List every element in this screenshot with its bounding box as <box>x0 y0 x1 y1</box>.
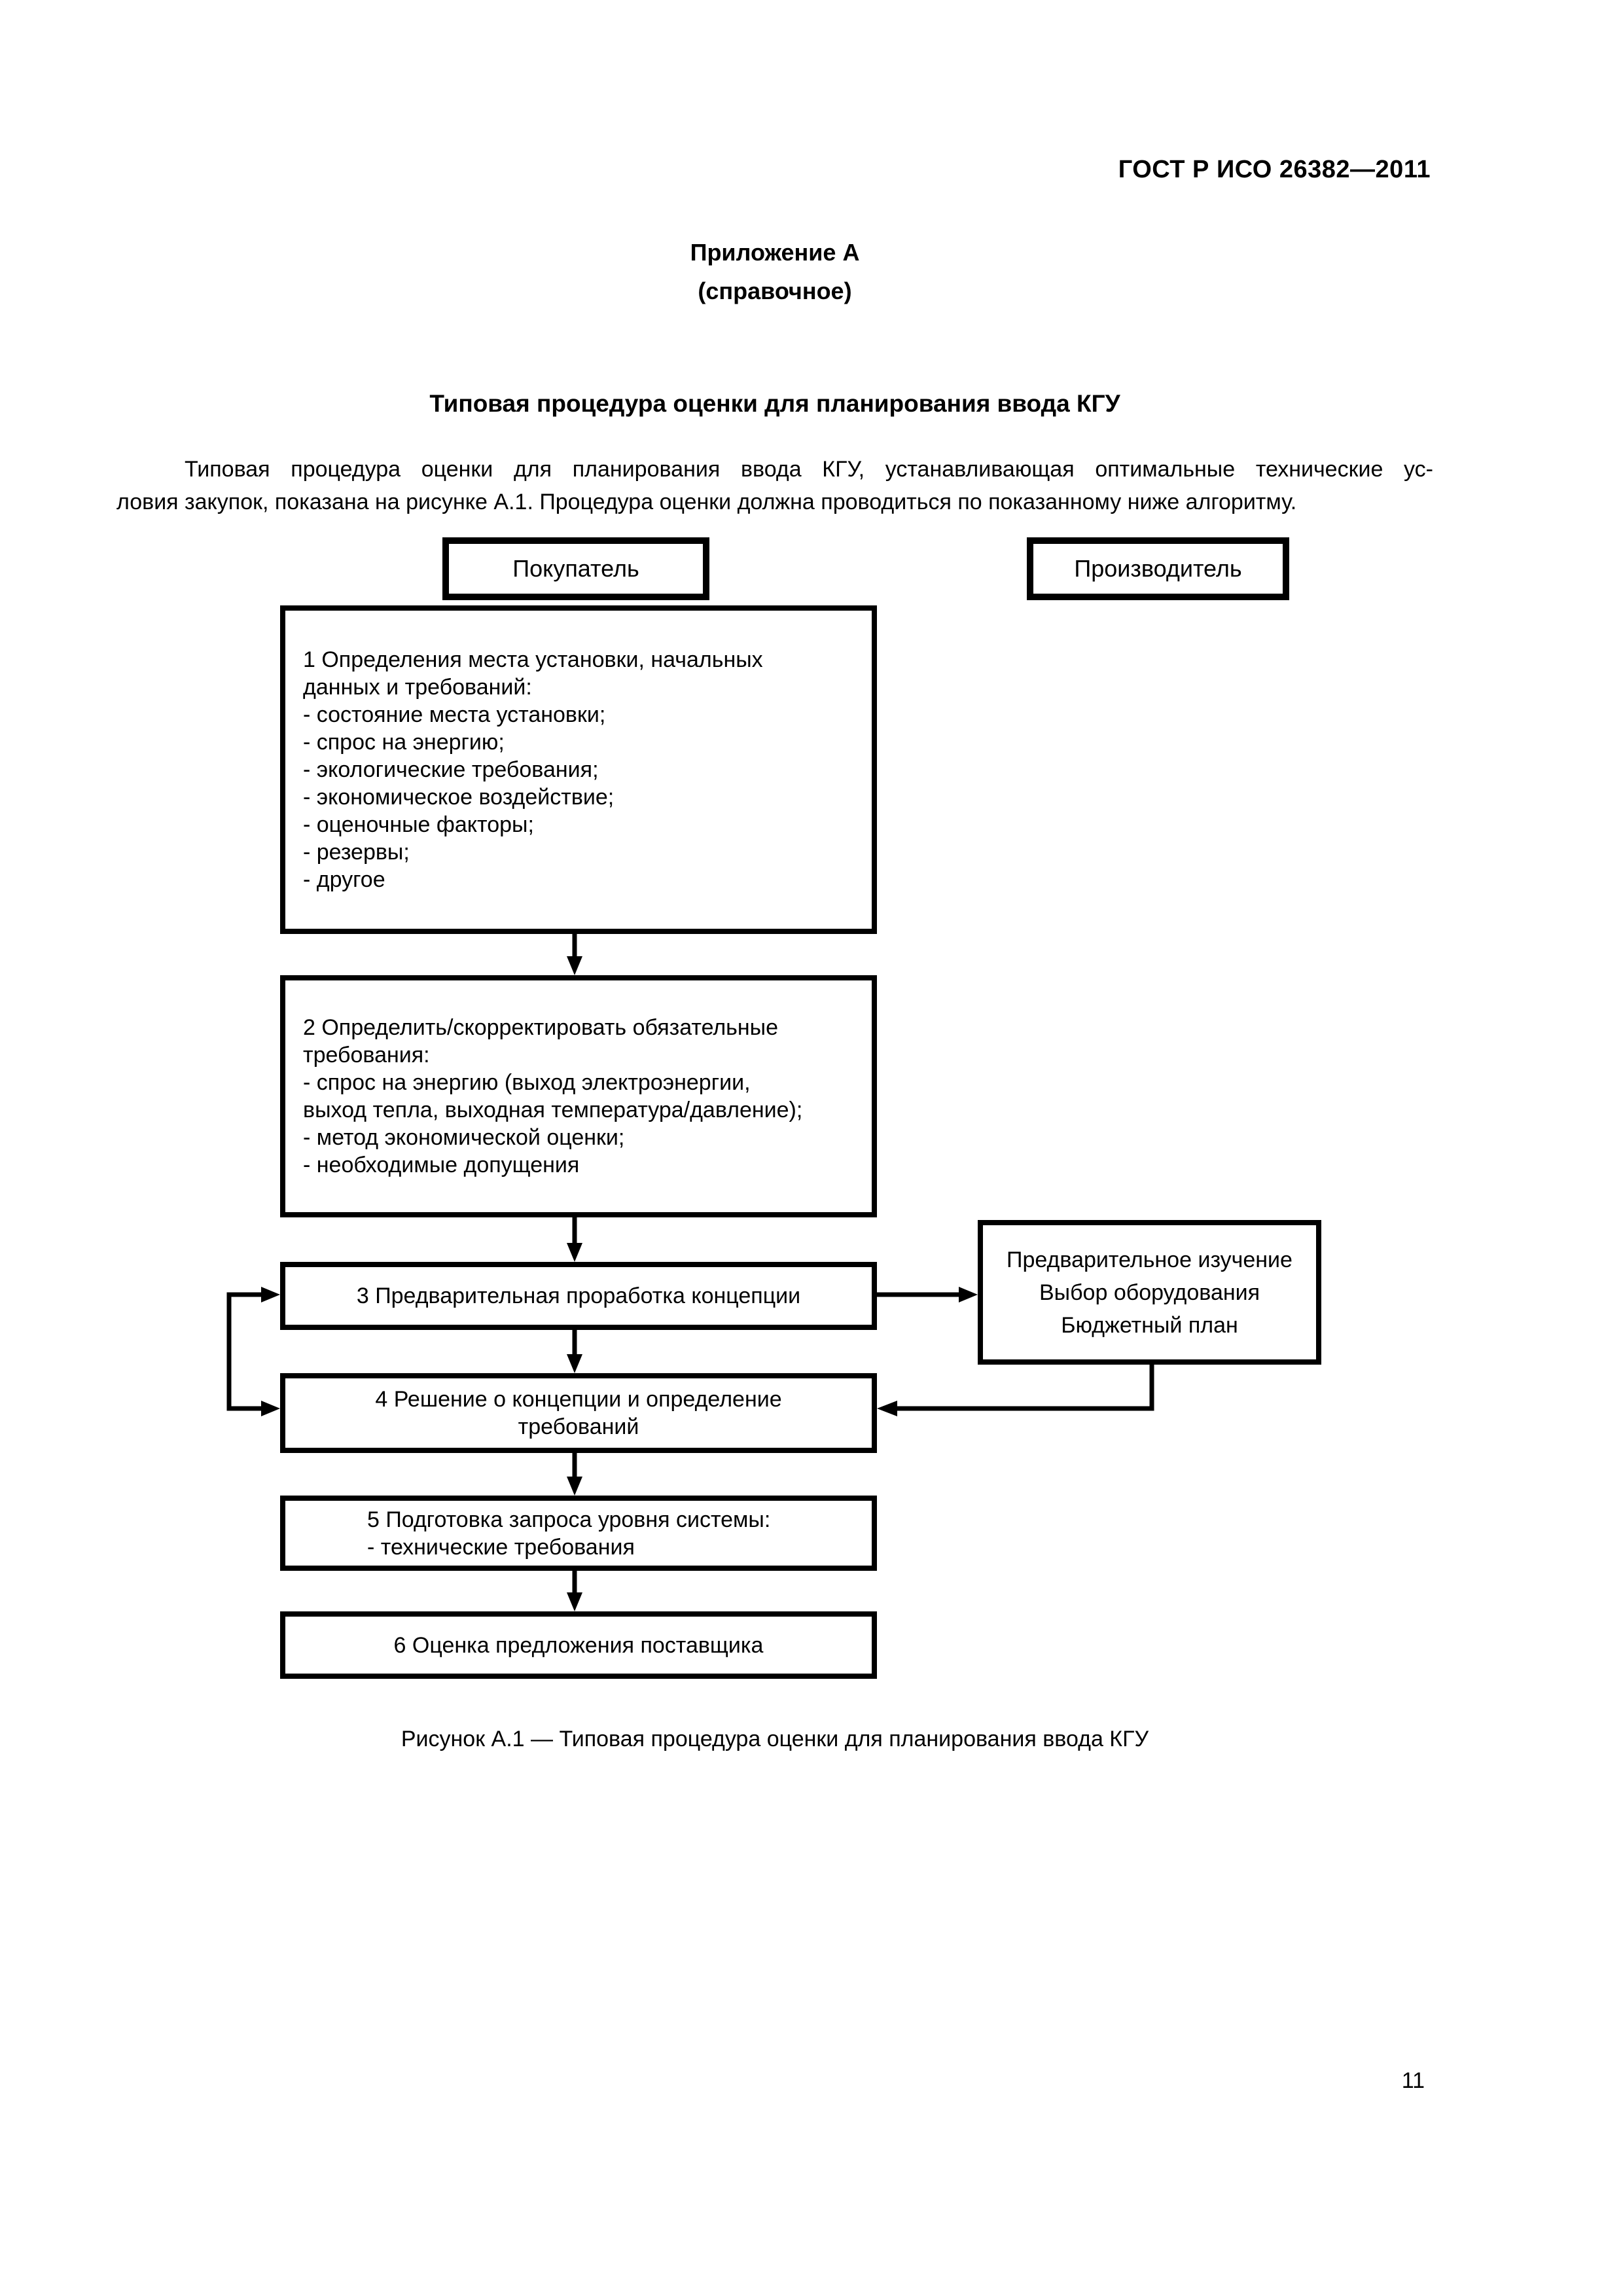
arrow-sidebox-step4 <box>896 1365 1154 1411</box>
actor-box-manufacturer: Производитель <box>1027 537 1289 600</box>
feedback-loop-line <box>226 1292 262 1411</box>
figure-caption: Рисунок А.1 — Типовая процедура оценки д… <box>401 1727 1149 1751</box>
step-box-4: 4 Решение о концепции и определение треб… <box>280 1373 877 1453</box>
step-box-5: 5 Подготовка запроса уровня системы: - т… <box>280 1496 877 1571</box>
appendix-title: Приложение А <box>690 239 860 266</box>
arrowhead-step5-step6 <box>567 1592 582 1611</box>
arrowhead-step3-step4 <box>567 1354 582 1373</box>
arrowhead-loop-step4 <box>261 1401 280 1416</box>
intro-line-1: Типовая процедура оценки для планировани… <box>185 457 1433 482</box>
intro-paragraph: Типовая процедура оценки для планировани… <box>116 453 1433 518</box>
appendix-subtitle: (справочное) <box>698 278 852 304</box>
side-box-preliminary-study: Предварительное изучение Выбор оборудова… <box>978 1220 1321 1365</box>
actor-box-buyer: Покупатель <box>442 537 709 600</box>
step-box-6: 6 Оценка предложения поставщика <box>280 1611 877 1679</box>
intro-line-2: ловия закупок, показана на рисунке А.1. … <box>116 490 1297 514</box>
section-title: Типовая процедура оценки для планировани… <box>429 390 1120 417</box>
arrowhead-loop-step3 <box>261 1287 280 1302</box>
arrowhead-sidebox-step4 <box>877 1401 897 1416</box>
arrowhead-step3-sidebox <box>959 1287 978 1302</box>
step-box-2: 2 Определить/скорректировать обязательны… <box>280 975 877 1217</box>
step-box-1: 1 Определения места установки, начальных… <box>280 605 877 934</box>
step-box-3: 3 Предварительная проработка концепции <box>280 1262 877 1330</box>
arrowhead-step2-step3 <box>567 1243 582 1262</box>
doc-number: ГОСТ Р ИСО 26382—2011 <box>1118 156 1431 183</box>
appendix-heading: Приложение А (справочное) <box>116 233 1433 310</box>
page-number: 11 <box>1401 2068 1425 2093</box>
arrowhead-step4-step5 <box>567 1477 582 1496</box>
arrowhead-step1-step2 <box>567 956 582 975</box>
